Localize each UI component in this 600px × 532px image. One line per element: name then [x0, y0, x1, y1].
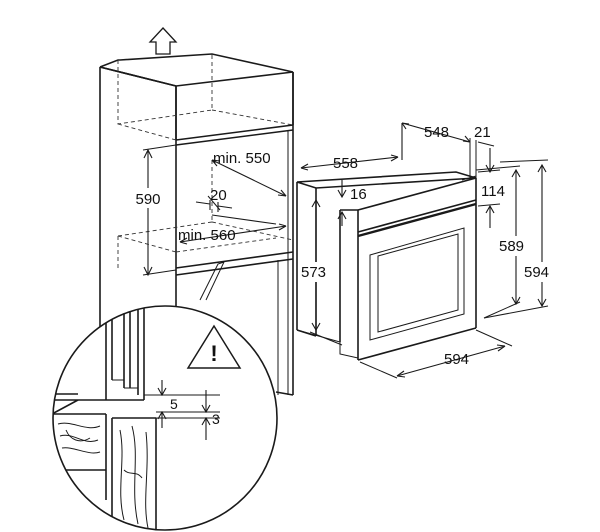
- label-oven-width: 594: [444, 351, 469, 368]
- label-oven-height-inner: 589: [499, 238, 524, 255]
- label-cabinet-depth: min. 550: [213, 150, 271, 167]
- label-oven-height: 594: [524, 264, 549, 281]
- label-detail-gap-top: 5: [170, 396, 178, 412]
- label-oven-body-depth: 548: [424, 124, 449, 141]
- label-cabinet-gap: 20: [210, 187, 227, 204]
- label-detail-gap-bottom: 3: [212, 411, 220, 427]
- label-oven-front-thickness: 21: [474, 124, 491, 141]
- warning-symbol: !: [210, 341, 217, 366]
- label-oven-top-offset: 16: [350, 186, 367, 203]
- detail-circle: [52, 305, 278, 531]
- up-arrow-icon: [148, 27, 178, 55]
- label-cabinet-height: 590: [135, 191, 160, 208]
- label-oven-front-offset: 114: [481, 183, 505, 200]
- oven-dimensions: [300, 122, 549, 379]
- cabinet-dimensions: [130, 144, 287, 277]
- label-cabinet-width: min. 560: [178, 227, 236, 244]
- warning-triangle-icon: [186, 324, 242, 369]
- label-oven-depth: 558: [333, 155, 358, 172]
- detail-leader: [199, 261, 225, 301]
- label-oven-body-height: 573: [301, 264, 326, 281]
